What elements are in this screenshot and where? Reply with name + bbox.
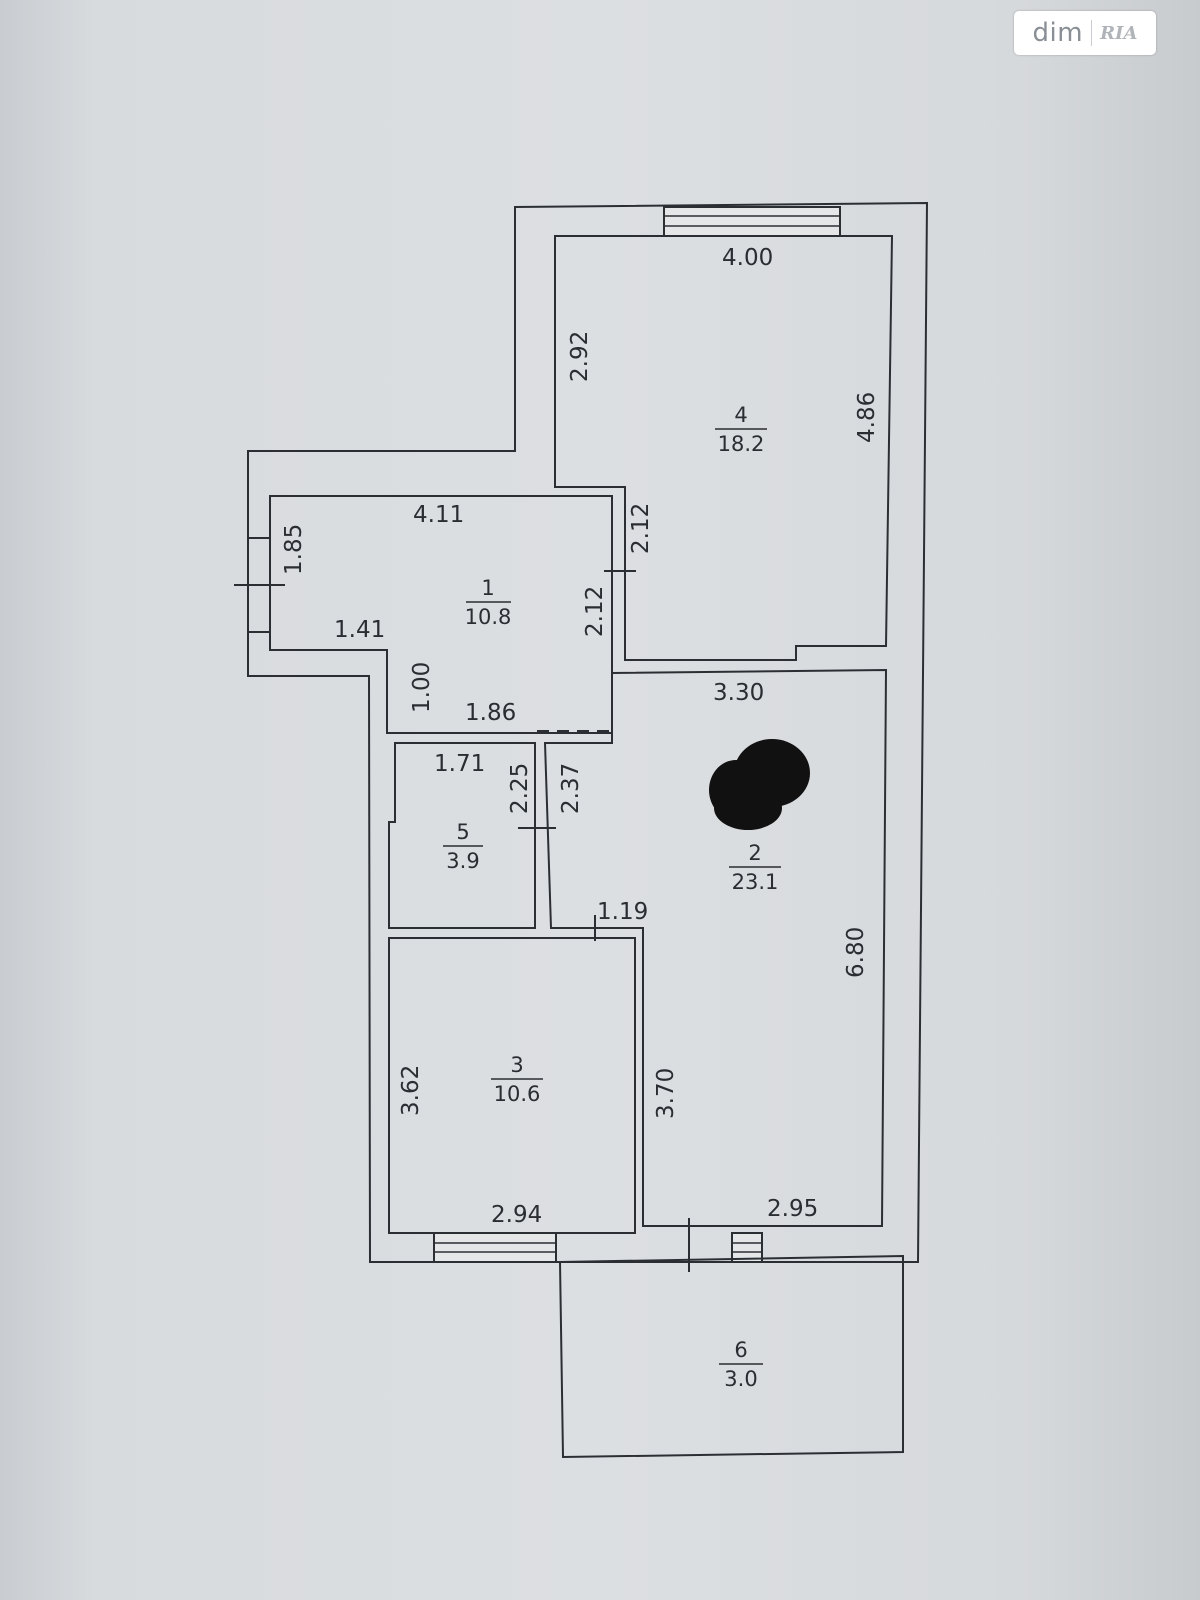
room-label-4: 4 18.2 xyxy=(715,403,767,456)
dim-room1-step-width: 1.41 xyxy=(334,617,385,643)
room-label-6: 6 3.0 xyxy=(719,1338,763,1391)
dim-room3-bottom: 2.94 xyxy=(491,1202,542,1228)
dim-room4-right: 4.86 xyxy=(854,392,880,443)
dim-room2-right: 6.80 xyxy=(843,927,869,978)
watermark-divider xyxy=(1091,20,1093,46)
room-label-1: 1 10.8 xyxy=(465,576,512,629)
room-number: 4 xyxy=(734,403,747,427)
dim-room1-right: 2.12 xyxy=(582,586,608,637)
room-area: 10.6 xyxy=(494,1082,541,1106)
room-area: 23.1 xyxy=(732,870,779,894)
room-4-outline xyxy=(554,235,894,661)
dim-room4-left: 2.92 xyxy=(567,331,593,382)
room-number: 6 xyxy=(734,1338,747,1362)
redaction-blot xyxy=(709,739,810,830)
outer-wall xyxy=(247,201,929,1263)
dim-room4-top: 4.00 xyxy=(722,245,773,271)
room-number: 2 xyxy=(748,841,761,865)
dim-room3-right: 3.70 xyxy=(653,1068,679,1119)
dim-room5-top: 1.71 xyxy=(434,751,485,777)
dim-room1-bottom: 1.86 xyxy=(465,700,516,726)
room-label-5: 5 3.9 xyxy=(443,820,483,873)
room-number: 3 xyxy=(510,1053,523,1077)
room-number: 5 xyxy=(456,820,469,844)
window-room-4 xyxy=(663,206,841,237)
room-2-outline xyxy=(543,668,888,1227)
balcony-door-glazing xyxy=(731,1232,763,1263)
dimria-watermark: dim RIA xyxy=(1014,11,1156,55)
room-1-outline xyxy=(269,495,613,734)
dim-room2-bottom: 2.95 xyxy=(767,1196,818,1222)
room-3-outline xyxy=(388,937,636,1234)
dim-corridor-width: 2.37 xyxy=(558,763,584,814)
room-area: 18.2 xyxy=(718,432,765,456)
dim-room1-top: 4.11 xyxy=(413,502,464,528)
room-label-3: 3 10.6 xyxy=(491,1053,543,1106)
room-area: 3.9 xyxy=(446,849,479,873)
room-5-outline xyxy=(388,742,536,929)
dim-room1-step-height: 1.00 xyxy=(409,662,435,713)
watermark-brand: dim xyxy=(1032,18,1084,48)
dim-room3-left: 3.62 xyxy=(398,1065,424,1116)
watermark-logo: RIA xyxy=(1100,22,1138,44)
dim-opening-width: 1.19 xyxy=(597,899,648,925)
dim-room5-right: 2.25 xyxy=(507,763,533,814)
room-number: 1 xyxy=(481,576,494,600)
room-area: 10.8 xyxy=(465,605,512,629)
window-room-3 xyxy=(433,1232,557,1263)
dim-room2-top: 3.30 xyxy=(713,680,764,706)
room-label-2: 2 23.1 xyxy=(729,841,781,894)
room-area: 3.0 xyxy=(724,1367,757,1391)
dim-room1-left: 1.85 xyxy=(281,524,307,575)
dim-room4-lower-left: 2.12 xyxy=(628,503,654,554)
room-6-outline xyxy=(558,1254,904,1459)
